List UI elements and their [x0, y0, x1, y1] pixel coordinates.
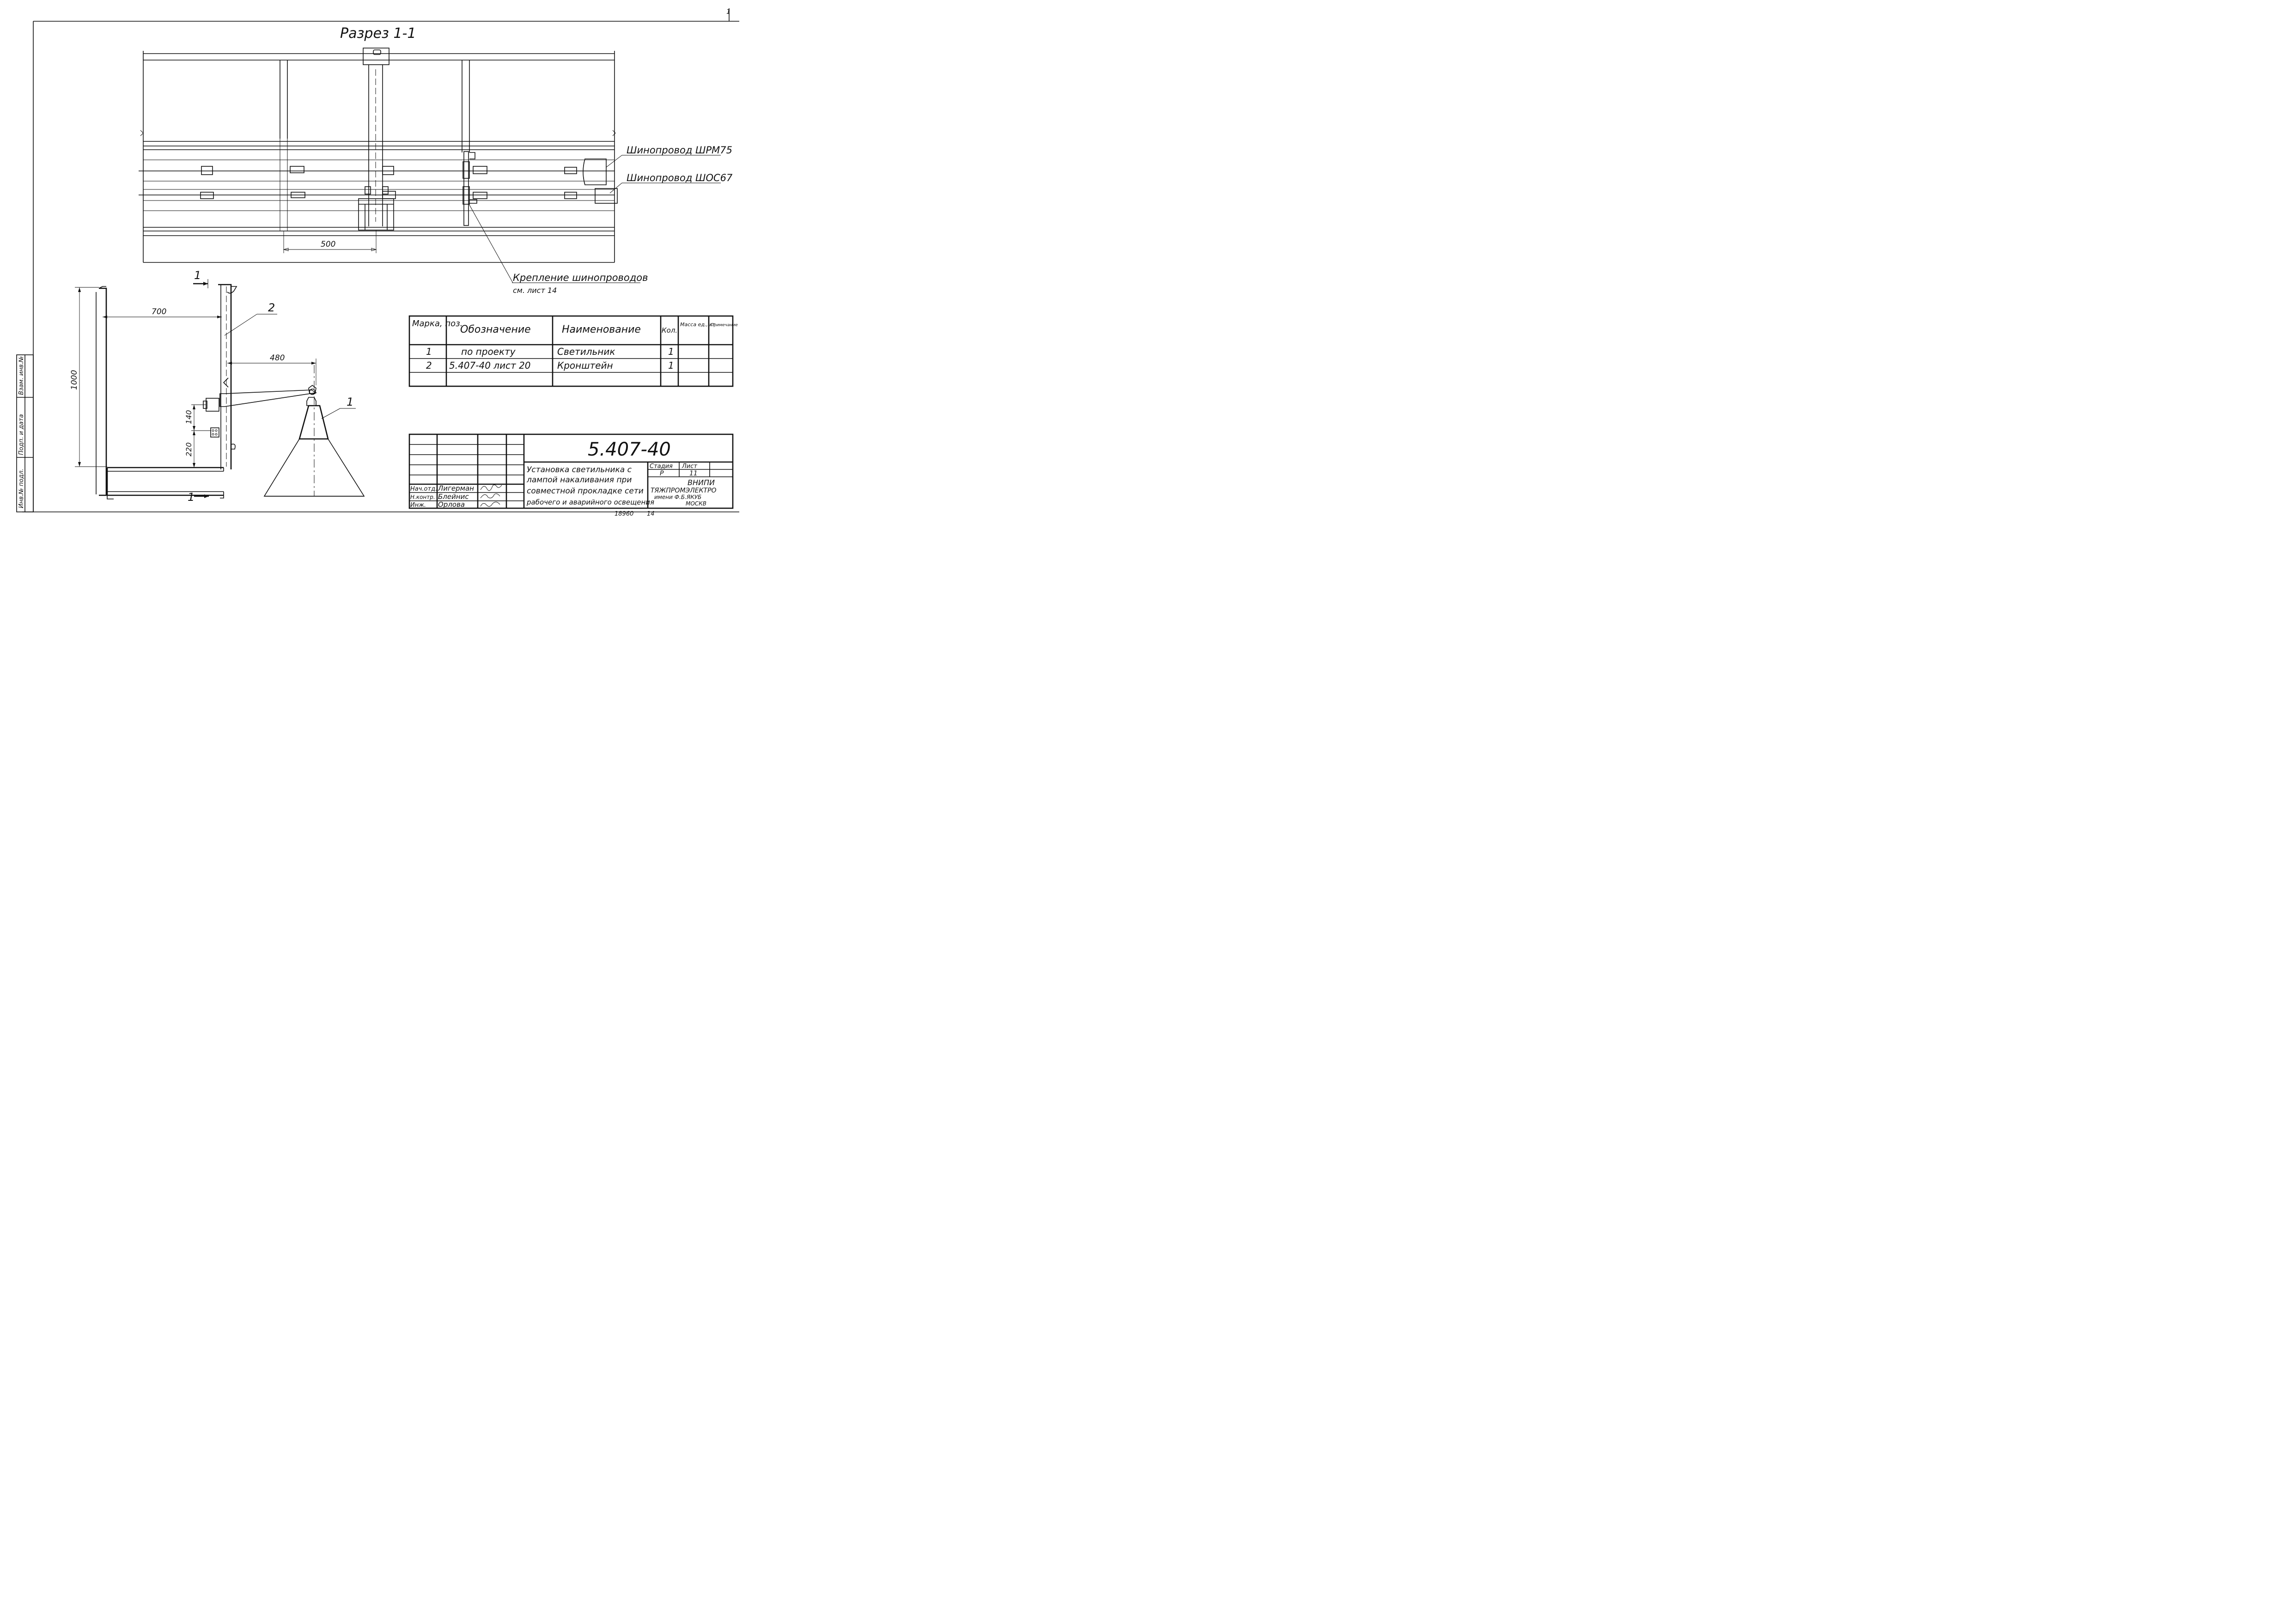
- description-line-4: рабочего и аварийного освещения: [526, 498, 654, 506]
- fastening-ref: см. лист 14: [513, 286, 557, 295]
- signature-name-3: Орлова: [438, 500, 465, 509]
- spec-row-2-mark: 2: [426, 360, 432, 371]
- description-line-2: лампой накаливания при: [526, 475, 632, 485]
- spec-row-1-name: Светильник: [557, 346, 615, 357]
- spec-header-designation: Обозначение: [460, 324, 531, 335]
- bottom-note-left: 18960: [615, 511, 633, 517]
- sheet-value: 11: [689, 470, 698, 477]
- signature-role-2: Н.контр.: [410, 494, 435, 500]
- position-callout-1: 1: [347, 395, 353, 408]
- side-stamp-inv: Инв.№ подл.: [18, 468, 25, 508]
- handwritten-signatures: [480, 484, 502, 507]
- side-stamp: Инв.№ подл. Подп. и дата Взам. инв.№: [16, 354, 34, 512]
- dim-700: 700: [152, 307, 166, 316]
- signature-name-1: Лигерман: [438, 484, 474, 493]
- dimension-500: 500: [321, 240, 335, 249]
- dim-480: 480: [270, 353, 285, 363]
- dim-140: 140: [184, 410, 193, 424]
- org-line-1: ВНИПИ: [688, 478, 715, 487]
- side-view: [75, 279, 365, 499]
- title-block-grid: [408, 433, 734, 509]
- spec-header-mass: Масса ед., кг: [680, 322, 715, 328]
- org-line-3: имени Ф.Б.ЯКУБ: [654, 494, 701, 500]
- drawing-frame: [22, 8, 739, 512]
- signature-role-1: Нач.отд.: [410, 486, 437, 493]
- description-line-1: Установка светильника с: [527, 465, 632, 474]
- stage-value: Р: [660, 470, 664, 477]
- position-callout-2: 2: [268, 301, 275, 314]
- spec-row-1-qty: 1: [668, 346, 674, 357]
- dim-1000: 1000: [70, 370, 79, 390]
- org-line-2: ТЯЖПРОМЭЛЕКТРО: [651, 487, 717, 494]
- spec-header-mark: Марка, поз.: [412, 319, 463, 328]
- description-line-3: совместной прокладке сети: [527, 487, 644, 496]
- spec-row-1-designation: по проекту: [461, 346, 516, 357]
- signature-name-2: Блейнис: [438, 493, 469, 501]
- signature-role-3: Инж.: [410, 502, 426, 509]
- spec-row-1-mark: 1: [426, 346, 432, 357]
- spec-header-qty: Кол.: [662, 326, 677, 335]
- fastening-label: Крепление шинопроводов: [513, 272, 648, 283]
- document-number: 5.407-40: [588, 439, 671, 460]
- cut-mark-top: 1: [194, 269, 201, 282]
- spec-row-2-name: Кронштейн: [557, 360, 613, 371]
- section-1-1-view: [139, 48, 622, 283]
- bottom-note-right: 14: [647, 511, 655, 517]
- side-stamp-replace: Взам. инв.№: [18, 356, 25, 395]
- corner-mark: 1: [726, 8, 730, 16]
- dim-220: 220: [184, 442, 193, 456]
- bus-label-rm: Шинопровод ШРМ75: [627, 145, 732, 156]
- stage-header: Стадия: [650, 463, 673, 470]
- side-stamp-sign: Подп. и дата: [18, 414, 25, 455]
- sheet-header: Лист: [682, 463, 697, 470]
- spec-row-2-qty: 1: [668, 360, 674, 371]
- spec-header-note: Примечание: [711, 323, 738, 328]
- spec-row-2-designation: 5.407-40 лист 20: [449, 360, 531, 371]
- section-title: Разрез 1-1: [340, 25, 416, 42]
- spec-table-grid: [408, 315, 734, 387]
- org-line-4: МОСКВ: [686, 500, 706, 507]
- spec-header-name: Наименование: [562, 324, 641, 335]
- bus-label-os: Шинопровод ШОС67: [627, 172, 733, 183]
- cut-mark-bottom: 1: [188, 491, 195, 504]
